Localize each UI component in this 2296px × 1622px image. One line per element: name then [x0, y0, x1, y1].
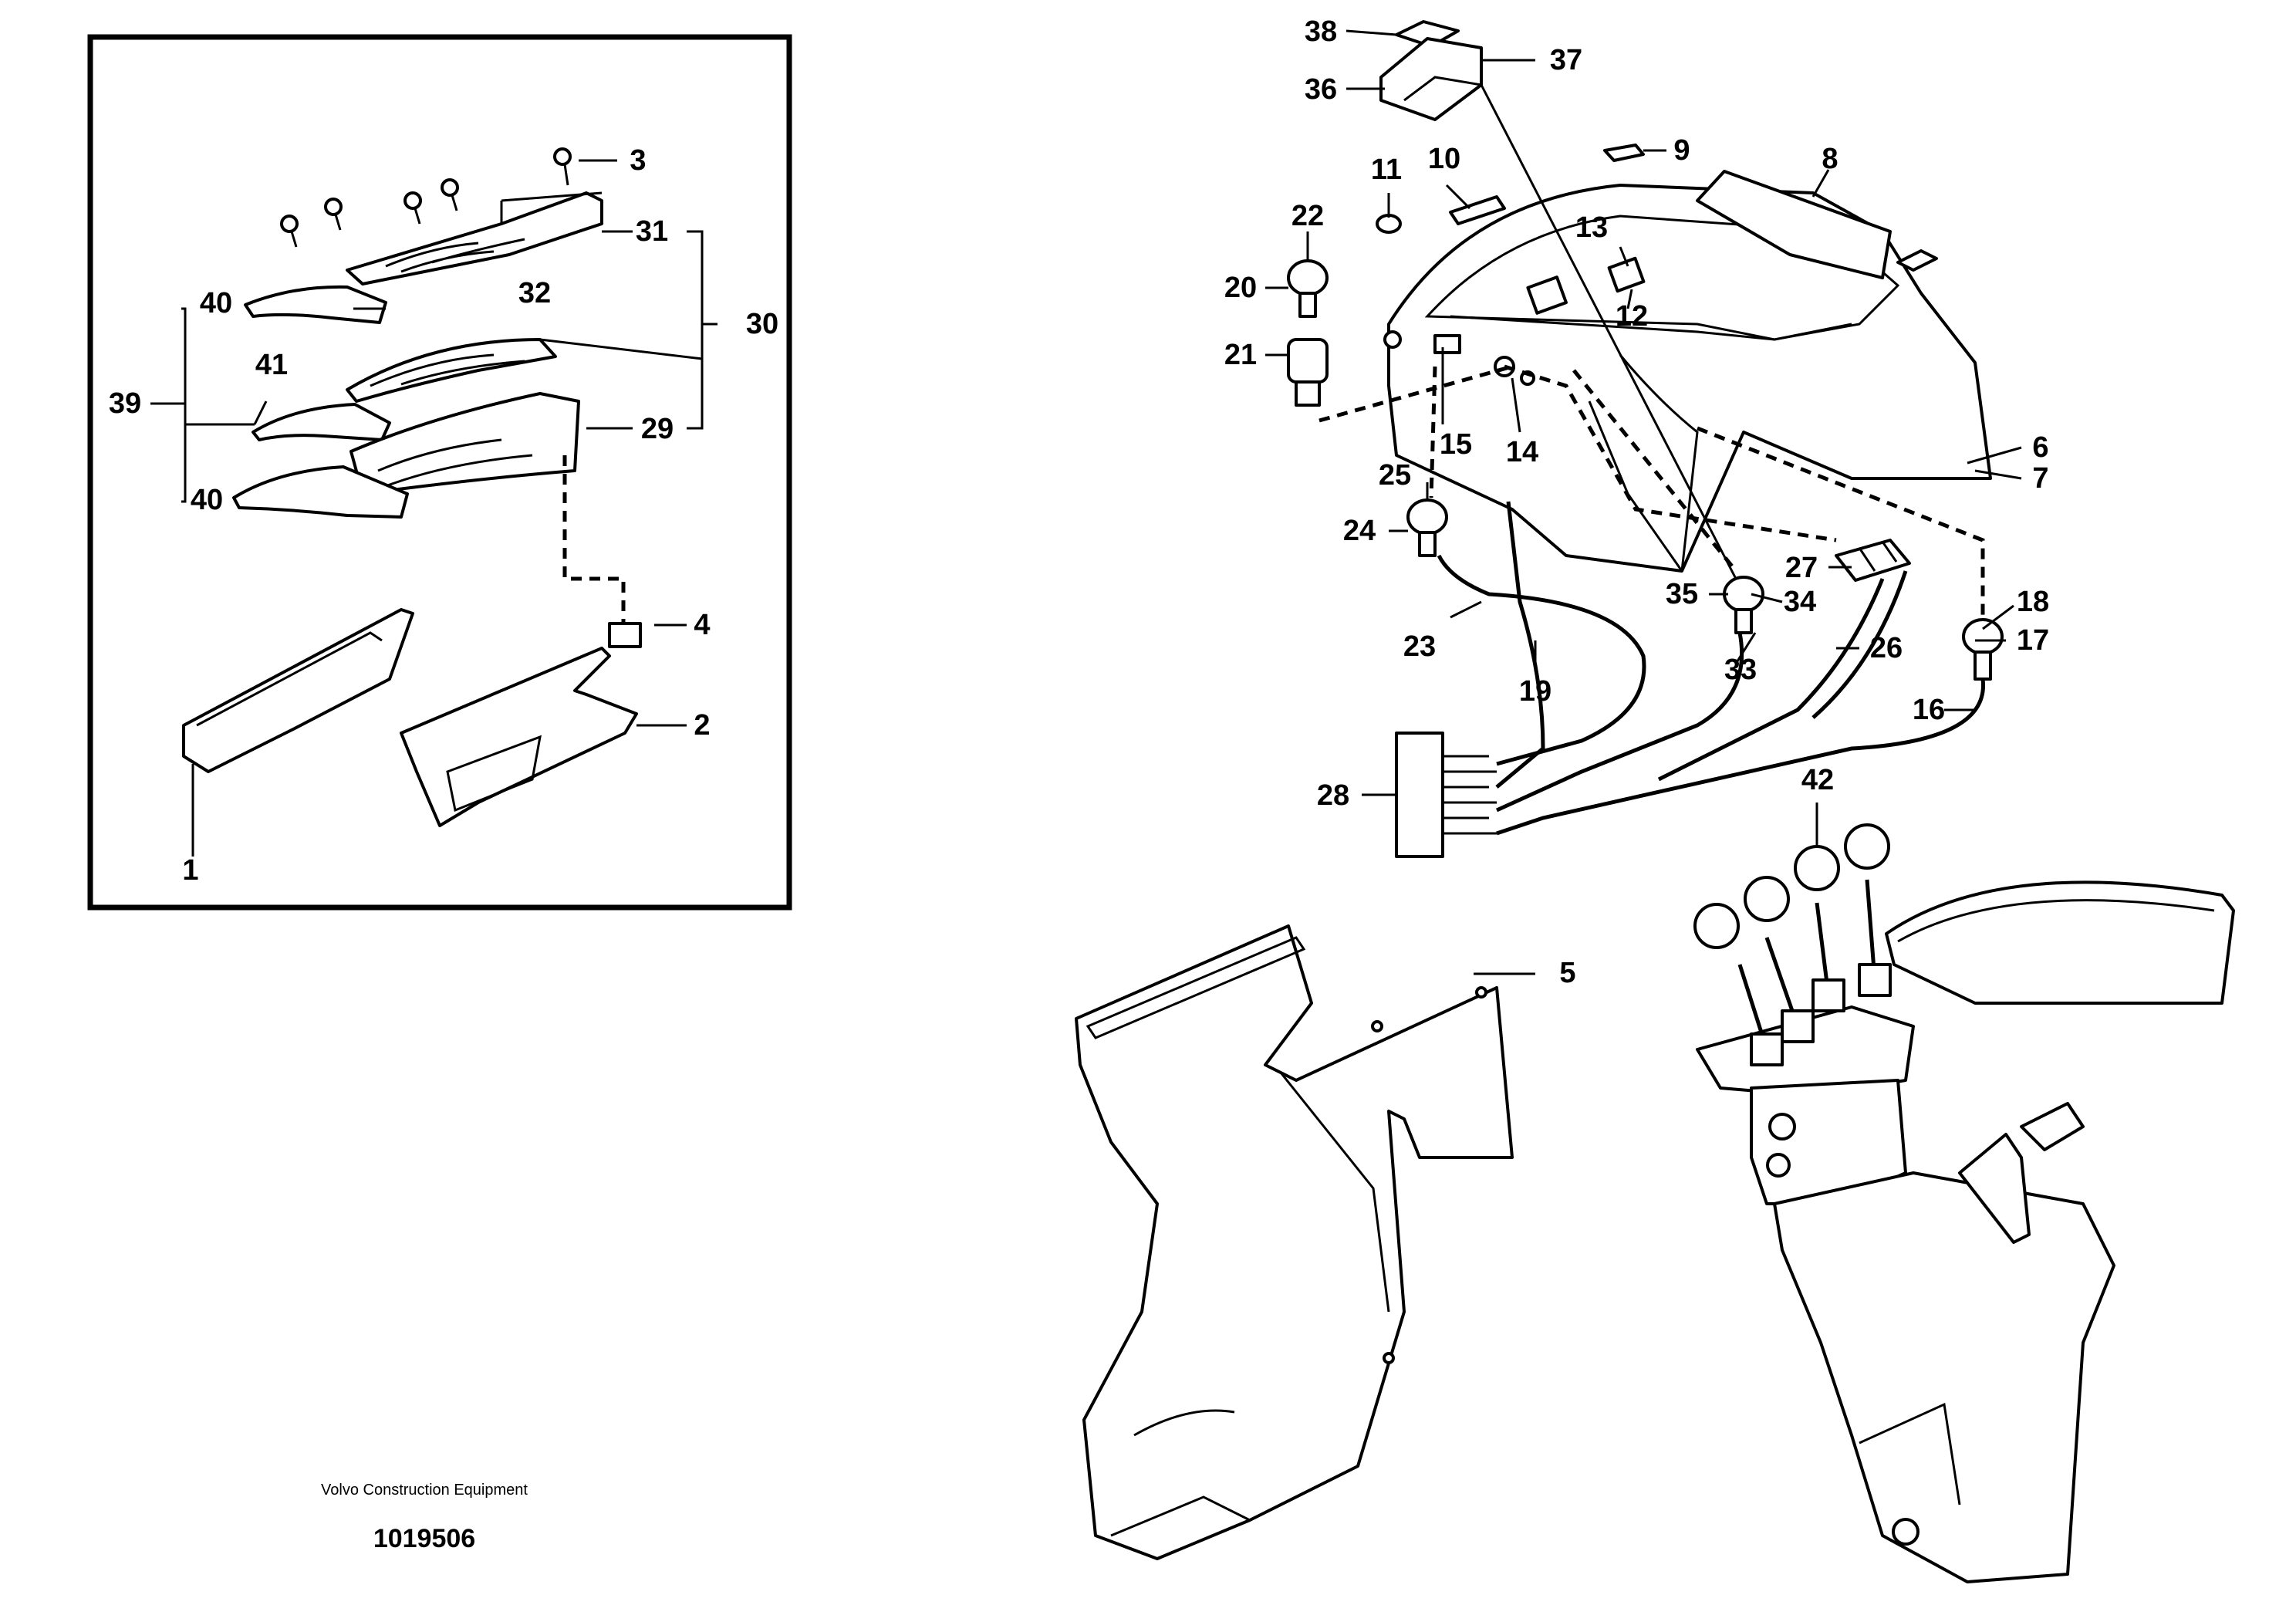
console-leaders [1265, 29, 2022, 796]
callout-38: 38 [1305, 15, 1337, 48]
callout-3: 3 [630, 144, 646, 177]
callout-5: 5 [1559, 957, 1575, 989]
callout-4: 4 [694, 609, 710, 641]
callout-12: 12 [1616, 300, 1648, 333]
connectors [1395, 539, 1911, 858]
lamp-21 [1287, 338, 1329, 407]
lamp-20-22 [1287, 259, 1329, 318]
callout-14: 14 [1506, 436, 1538, 468]
callout-labels: 1 2 3 4 5 6 7 8 9 10 11 12 13 14 15 16 1… [109, 15, 2049, 989]
indicator-lamps [1287, 259, 2004, 681]
callout-15: 15 [1440, 428, 1472, 461]
lamp-24-25 [1406, 498, 1448, 557]
brand-label: Volvo Construction Equipment [321, 1482, 528, 1499]
callout-34: 34 [1784, 586, 1816, 618]
callout-23: 23 [1403, 630, 1436, 663]
cover-plates [232, 285, 580, 519]
callout-36: 36 [1305, 73, 1337, 106]
callout-18: 18 [2017, 586, 2049, 618]
callout-6: 6 [2032, 431, 2048, 464]
switch-assembly [1379, 20, 1483, 121]
lamp-34-35 [1723, 576, 1764, 634]
callout-19: 19 [1519, 675, 1551, 708]
callout-40-lower: 40 [191, 484, 223, 516]
callout-8: 8 [1822, 143, 1838, 175]
joystick-stand [1696, 880, 2235, 1583]
inset-leaders [150, 159, 718, 857]
small-parts [1376, 144, 1938, 272]
callout-40-upper: 40 [200, 287, 232, 319]
callout-39: 39 [109, 387, 141, 420]
callout-17: 17 [2017, 624, 2049, 657]
callout-41: 41 [255, 349, 288, 381]
callout-7: 7 [2032, 462, 2048, 495]
callout-1: 1 [182, 854, 198, 887]
wires [1437, 501, 1986, 836]
callout-22: 22 [1292, 200, 1324, 232]
callout-30: 30 [746, 308, 778, 340]
callout-31: 31 [636, 215, 668, 248]
dashed-routing [1319, 364, 1985, 617]
callout-24: 24 [1343, 515, 1376, 547]
callout-37: 37 [1550, 44, 1582, 76]
callout-27: 27 [1785, 552, 1818, 584]
callout-25: 25 [1379, 459, 1411, 492]
side-panel [1075, 924, 1514, 1560]
callout-29: 29 [641, 413, 674, 445]
callout-9: 9 [1673, 134, 1690, 167]
console-housing [1383, 170, 1992, 573]
callout-33: 33 [1724, 654, 1757, 686]
callout-42: 42 [1801, 764, 1834, 796]
callout-2: 2 [694, 709, 710, 742]
callout-10: 10 [1428, 143, 1460, 175]
joystick-levers [1693, 823, 1892, 1066]
callout-11: 11 [1371, 154, 1402, 186]
callout-26: 26 [1870, 632, 1903, 664]
top-panel [346, 191, 603, 286]
lamp-17-18 [1962, 618, 2004, 681]
callout-35: 35 [1666, 578, 1698, 610]
callout-28: 28 [1317, 779, 1349, 812]
callout-16: 16 [1913, 694, 1945, 726]
detail-inset [87, 34, 792, 911]
lower-brackets [182, 608, 642, 827]
callout-32: 32 [518, 277, 551, 309]
screw-group [280, 147, 572, 248]
drawing-number: 1019506 [373, 1524, 476, 1553]
callout-20: 20 [1224, 272, 1257, 304]
callout-21: 21 [1224, 339, 1257, 371]
callout-13: 13 [1575, 211, 1608, 244]
